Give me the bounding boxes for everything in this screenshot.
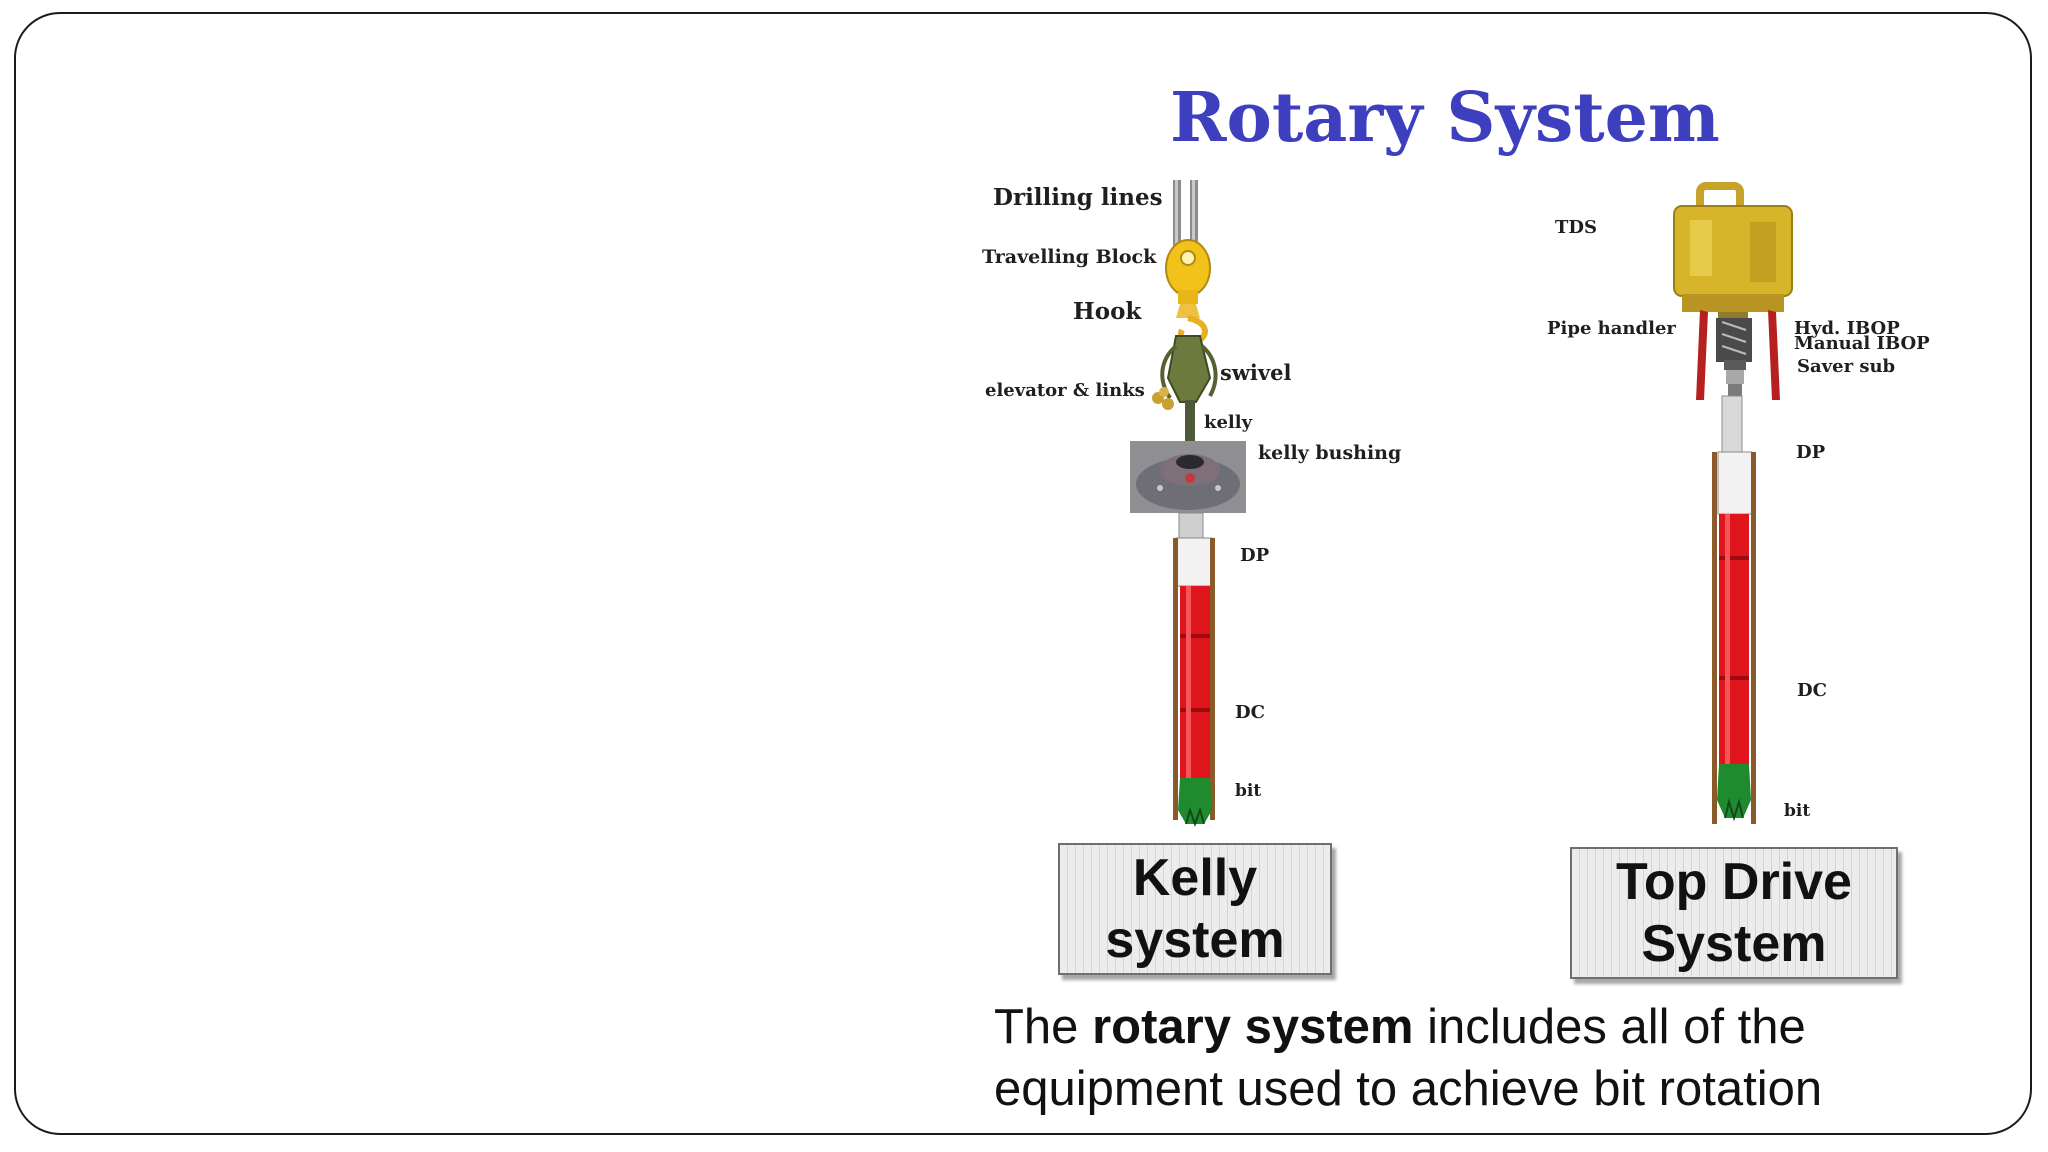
swivel xyxy=(1160,335,1218,403)
kelly-bushing xyxy=(1130,441,1246,513)
label-top-drive-dc: DC xyxy=(1797,680,1827,701)
label-kelly: kelly xyxy=(1204,412,1253,433)
saver-sub xyxy=(1728,384,1742,396)
top-drive-casing-left xyxy=(1712,452,1717,824)
hyd-ibop xyxy=(1724,360,1746,370)
label-swivel: swivel xyxy=(1220,360,1292,385)
manual-ibop xyxy=(1726,370,1744,384)
top-drive-casing-right xyxy=(1751,452,1756,824)
label-travelling-block: Travelling Block xyxy=(982,246,1157,268)
label-pipe-handler: Pipe handler xyxy=(1547,318,1676,339)
kelly-drill-collars xyxy=(1180,586,1210,778)
top-drive-system-box: Top Drive System xyxy=(1570,847,1898,979)
drilling-lines xyxy=(1173,180,1198,260)
kelly-casing-right xyxy=(1210,538,1215,820)
top-drive-system-box-label: Top Drive System xyxy=(1616,853,1852,973)
slide-frame xyxy=(14,12,2032,1135)
top-drive-drill-pipe xyxy=(1717,395,1753,515)
label-top-drive-bit: bit xyxy=(1784,801,1811,821)
kelly-system-illustration xyxy=(1130,180,1246,827)
label-kelly-dc: DC xyxy=(1235,702,1265,723)
top-drive-drill-collars xyxy=(1719,514,1749,764)
label-kelly-bushing: kelly bushing xyxy=(1258,442,1402,464)
top-drive-bit xyxy=(1717,764,1751,822)
kelly-casing-left xyxy=(1173,538,1178,820)
label-top-drive-dp: DP xyxy=(1796,442,1826,463)
label-tds: TDS xyxy=(1555,217,1598,238)
caption: The rotary system includes all of the eq… xyxy=(994,996,1994,1120)
caption-prefix: The xyxy=(994,1000,1093,1054)
kelly-drill-pipe xyxy=(1175,512,1213,587)
kelly-system-box-label: Kelly system xyxy=(1105,849,1285,969)
label-drilling-lines: Drilling lines xyxy=(993,184,1163,211)
label-hook: Hook xyxy=(1073,298,1142,325)
label-hyd-ibop: Hyd. IBOP xyxy=(1794,318,1900,339)
caption-rest: includes all of the equipment used to ac… xyxy=(994,1000,1823,1116)
kelly-bit xyxy=(1178,778,1212,827)
label-kelly-dp: DP xyxy=(1240,545,1270,566)
caption-bold: rotary system xyxy=(1092,1000,1414,1054)
kelly xyxy=(1185,400,1195,446)
kelly-system-box: Kelly system xyxy=(1058,843,1332,975)
slide-title: Rotary System xyxy=(1170,78,1720,158)
label-manual-ibop: Manual IBOP xyxy=(1794,333,1930,354)
travelling-block xyxy=(1165,239,1211,304)
pipe-handler xyxy=(1696,310,1780,400)
elevator-links xyxy=(1152,387,1174,410)
label-elevator-links: elevator & links xyxy=(985,380,1145,401)
label-saver-sub: Saver sub xyxy=(1797,356,1896,377)
tds-unit xyxy=(1673,182,1793,334)
label-kelly-bit: bit xyxy=(1235,781,1262,801)
top-drive-illustration xyxy=(1673,182,1793,824)
